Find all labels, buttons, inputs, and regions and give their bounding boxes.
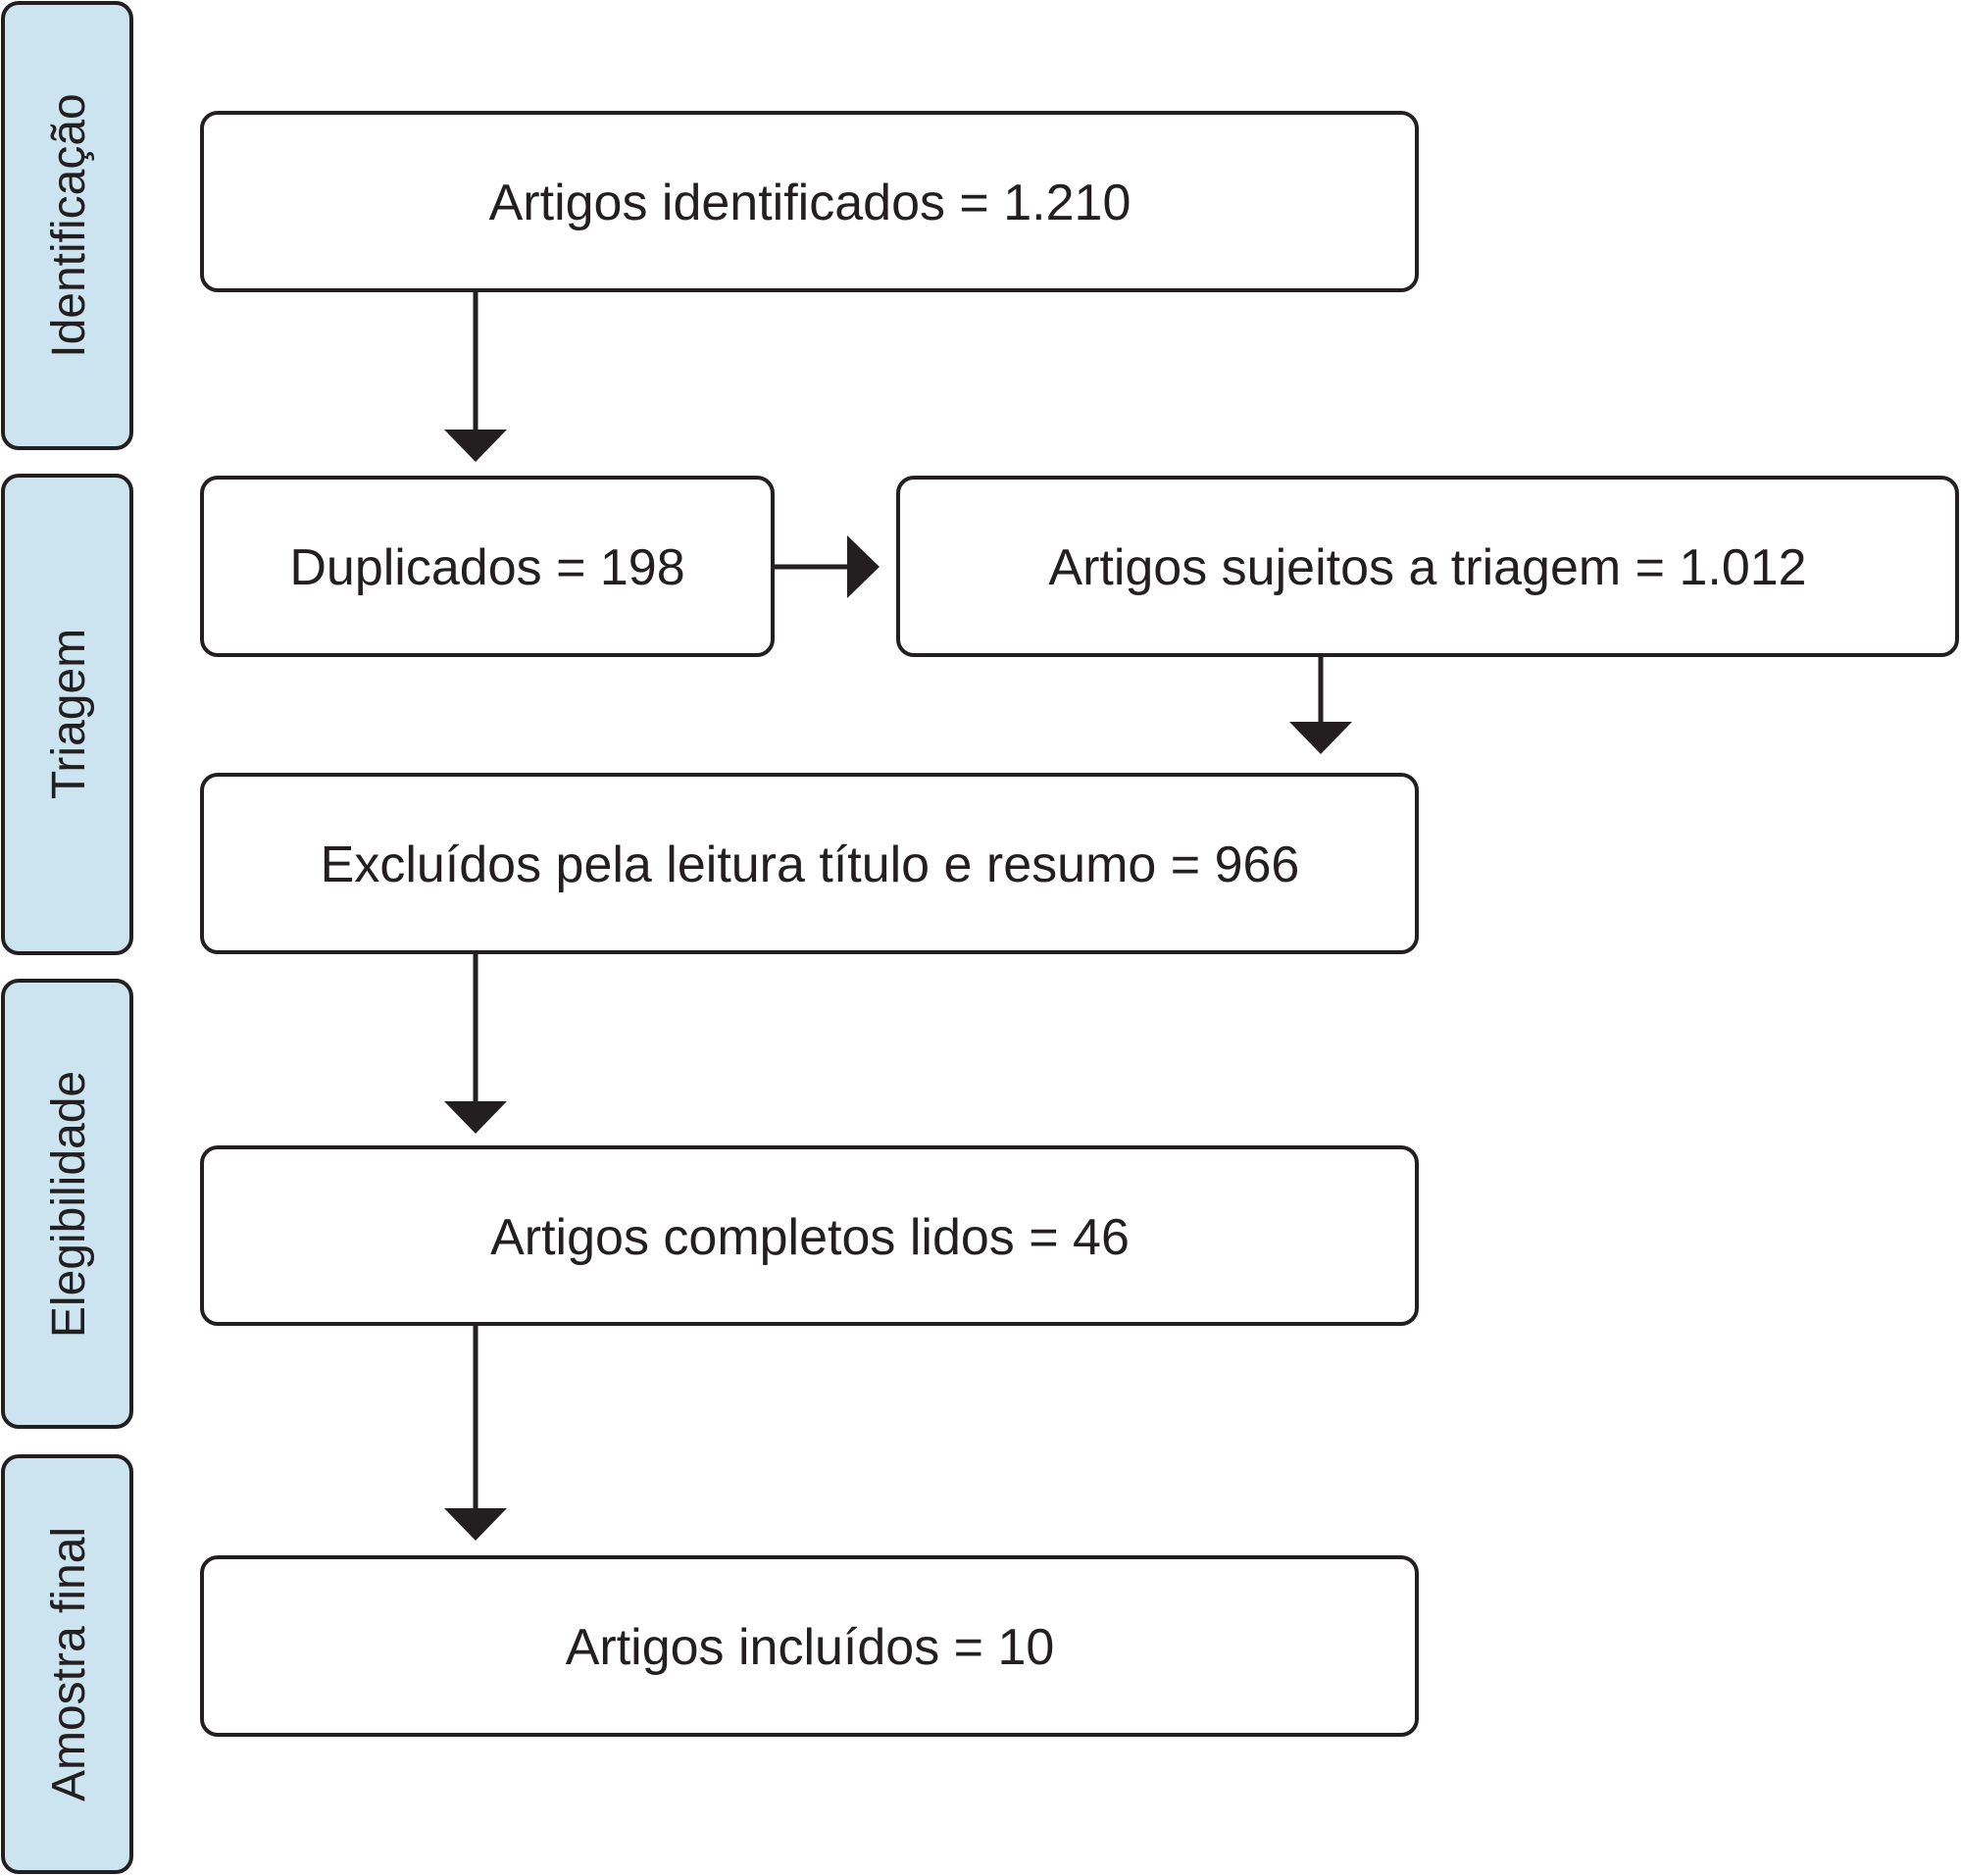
- box-duplicates: Duplicados = 198: [200, 476, 775, 657]
- arrow-excluded-to-fulltext: [444, 952, 507, 1134]
- box-identified: Artigos identificados = 1.210: [200, 111, 1419, 292]
- stage-identificacao: Identificação: [1, 1, 133, 450]
- box-text: Artigos identificados = 1.210: [489, 175, 1131, 231]
- stage-label: Elegibilidade: [43, 1071, 95, 1338]
- box-text: Artigos sujeitos a triagem = 1.012: [1048, 539, 1806, 596]
- arrow-screened-to-excluded: [1289, 655, 1352, 754]
- stage-elegibilidade: Elegibilidade: [1, 979, 133, 1429]
- box-text: Artigos incluídos = 10: [566, 1619, 1055, 1676]
- box-included: Artigos incluídos = 10: [200, 1555, 1419, 1737]
- box-fulltext: Artigos completos lidos = 46: [200, 1145, 1419, 1326]
- box-screened: Artigos sujeitos a triagem = 1.012: [896, 476, 1959, 657]
- arrow-identified-to-duplicates: [444, 290, 507, 462]
- arrow-duplicates-to-screened: [773, 535, 880, 598]
- box-text: Excluídos pela leitura título e resumo =…: [321, 837, 1300, 893]
- box-text: Duplicados = 198: [289, 539, 684, 596]
- stage-label: Amostra final: [43, 1527, 95, 1801]
- box-excluded: Excluídos pela leitura título e resumo =…: [200, 773, 1419, 954]
- stage-triagem: Triagem: [1, 474, 133, 955]
- box-text: Artigos completos lidos = 46: [490, 1209, 1130, 1266]
- stage-label: Triagem: [43, 629, 95, 799]
- stage-label: Identificação: [43, 93, 95, 358]
- arrow-fulltext-to-included: [444, 1324, 507, 1541]
- stage-amostra-final: Amostra final: [1, 1454, 133, 1874]
